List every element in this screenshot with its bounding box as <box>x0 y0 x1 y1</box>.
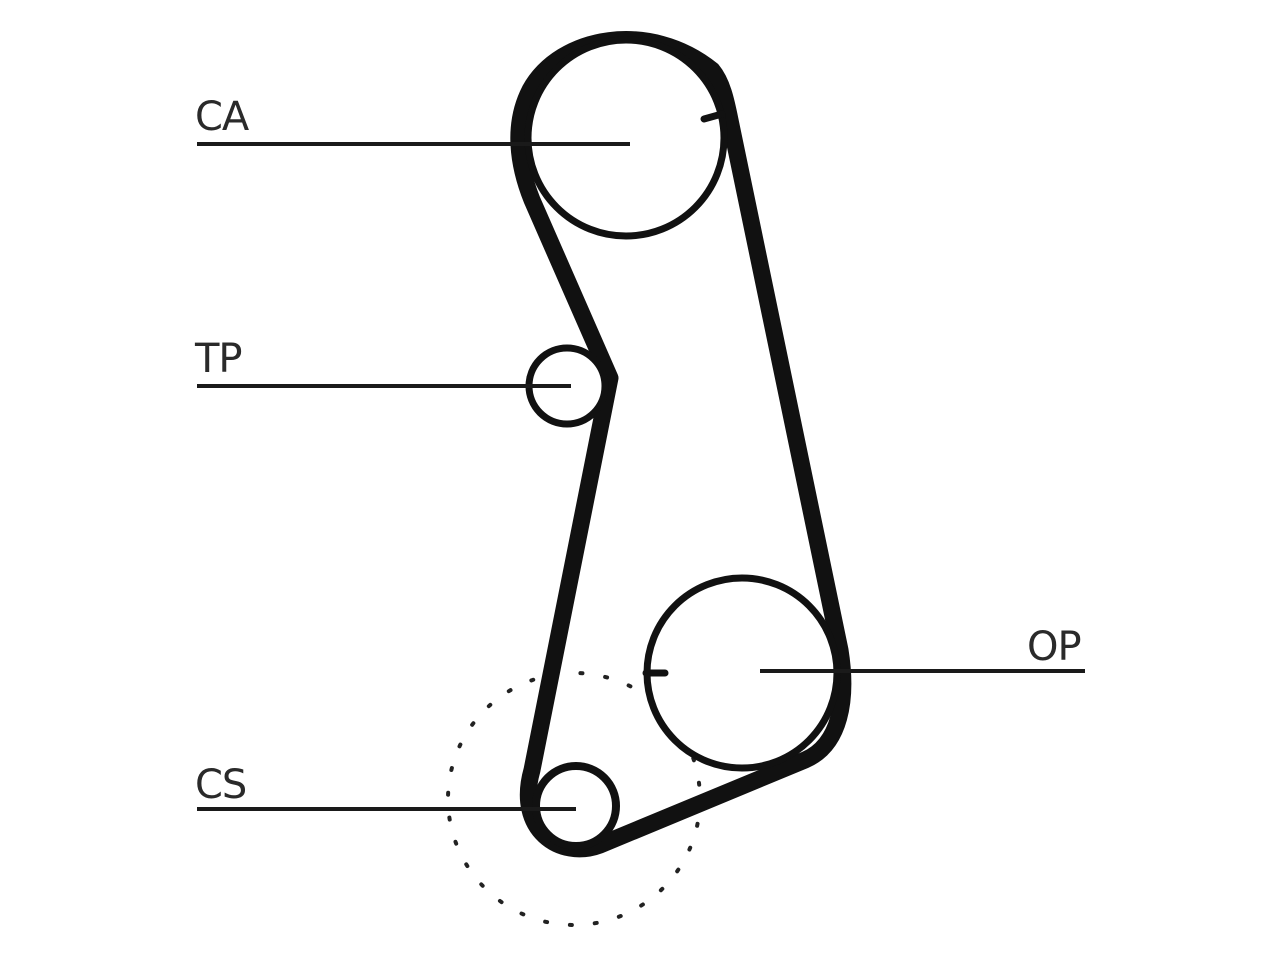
camshaft-timing-mark <box>700 110 726 123</box>
camshaft-pulley <box>524 36 728 240</box>
crankshaft-pulley <box>532 762 620 850</box>
label-op: OP <box>1027 624 1081 670</box>
label-cs: CS <box>195 762 246 808</box>
label-ca: CA <box>195 94 250 140</box>
label-tp: TP <box>194 336 242 382</box>
timing-belt <box>510 31 852 858</box>
